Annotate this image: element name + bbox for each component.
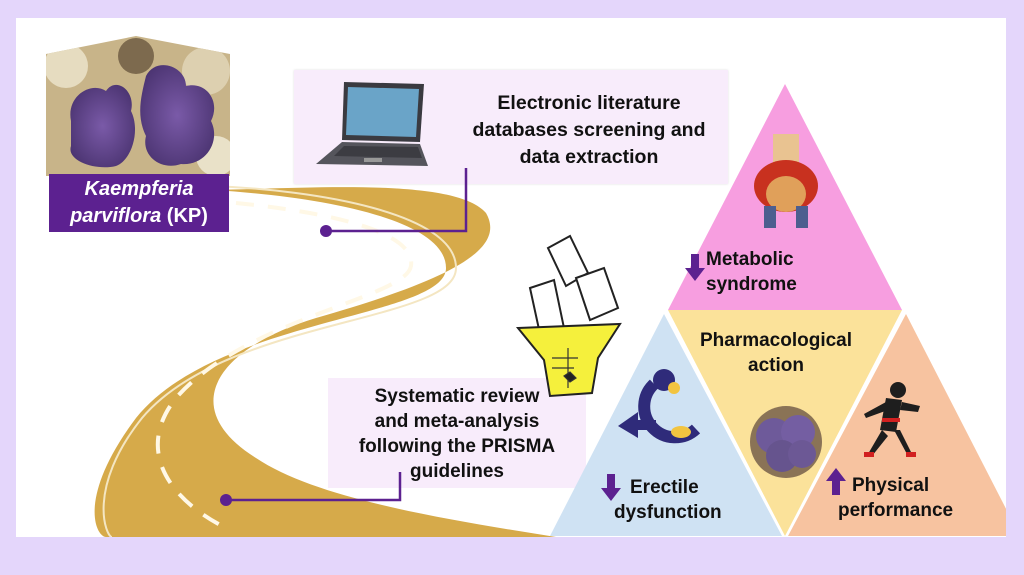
kp-label-abbrev: (KP) xyxy=(161,205,208,227)
arrow-down-erectile-icon xyxy=(601,474,621,501)
road-edge-outer xyxy=(102,185,458,537)
step2-line3: following the PRISMA xyxy=(358,436,556,457)
outcome-physical: Physical performance xyxy=(838,473,978,523)
rhizome-slice-left xyxy=(70,84,136,168)
rhizome-slice-right xyxy=(140,65,215,166)
connector-dot-step1 xyxy=(320,225,332,237)
road-illustration xyxy=(94,185,556,537)
kp-label-genus: Kaempferia xyxy=(84,178,194,200)
arrow-up-physical-icon xyxy=(826,468,846,495)
kp-label: Kaempferia parviflora (KP) xyxy=(49,174,229,232)
connector-step1 xyxy=(326,168,468,233)
laptop-icon xyxy=(316,82,428,166)
road-centerline xyxy=(155,201,414,530)
arrow-down-metabolic-icon xyxy=(685,254,705,281)
outcome-metabolic: Metabolic syndrome xyxy=(706,247,856,297)
step2-line1: Systematic review xyxy=(374,386,540,407)
step2-line2: and meta-analysis xyxy=(374,411,540,432)
road-body xyxy=(94,187,556,537)
runner-icon xyxy=(864,382,920,457)
center-pharmacological-action: Pharmacological action xyxy=(676,328,876,378)
connector-dot-step2 xyxy=(220,494,232,506)
center-kp-photo xyxy=(750,406,822,478)
physical-line2: performance xyxy=(838,500,954,521)
funnel-documents-icon xyxy=(515,234,622,398)
connector-step2 xyxy=(226,472,402,502)
kp-rhizome-photo xyxy=(46,36,230,176)
step1-line3: data extraction xyxy=(519,146,659,168)
center-line1: Pharmacological xyxy=(699,330,853,351)
obese-person-icon xyxy=(754,134,818,228)
metabolic-line1: Metabolic xyxy=(706,249,794,270)
erectile-dysfunction-icon xyxy=(618,369,701,444)
step1-line2: databases screening and xyxy=(472,119,706,141)
erectile-line2: dysfunction xyxy=(614,502,722,523)
step-systematic-review: Systematic review and meta-analysis foll… xyxy=(328,378,586,488)
step2-line4: guidelines xyxy=(410,461,504,482)
pyramid xyxy=(550,84,1006,536)
figure-canvas: Kaempferia parviflora (KP) Electronic li… xyxy=(16,18,1006,537)
step1-line1: Electronic literature xyxy=(497,92,681,114)
metabolic-line2: syndrome xyxy=(706,274,797,295)
step-literature-screening: Electronic literature databases screenin… xyxy=(294,70,728,184)
erectile-line1: Erectile xyxy=(630,477,699,498)
center-line2: action xyxy=(748,355,804,376)
connectors xyxy=(220,168,468,506)
physical-line1: Physical xyxy=(852,475,930,496)
outcome-erectile: Erectile dysfunction xyxy=(614,475,744,525)
kp-label-species: parviflora xyxy=(70,205,162,227)
